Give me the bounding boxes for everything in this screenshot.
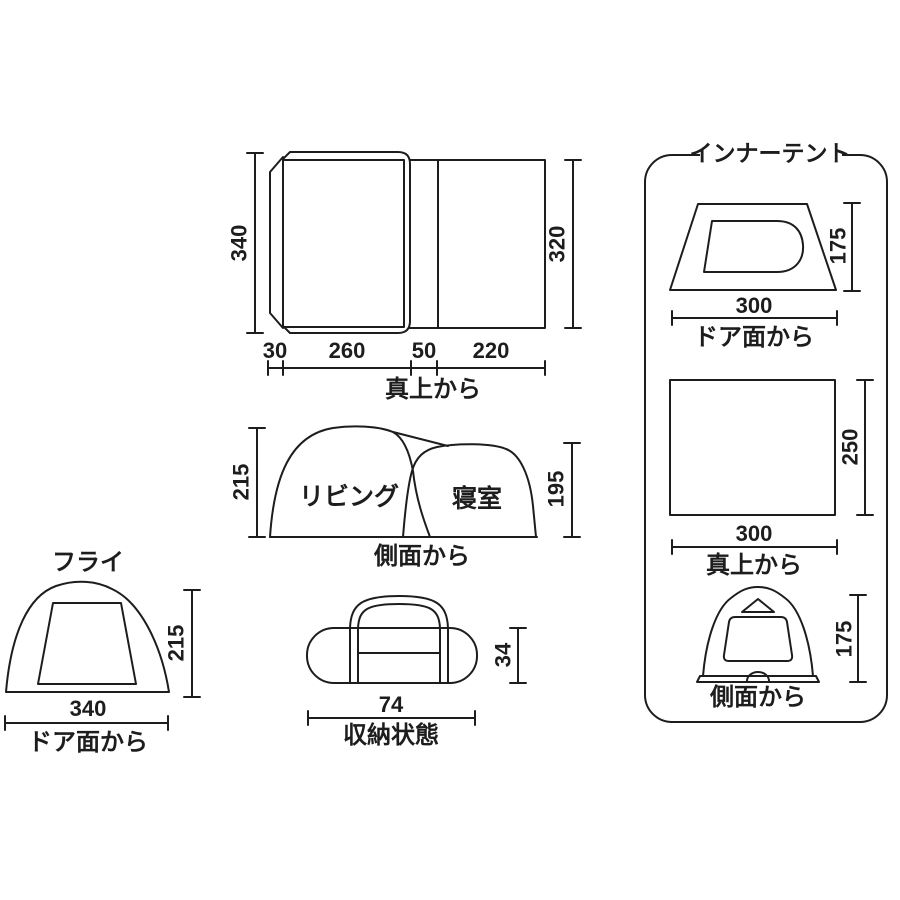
storage-handle-inner [357, 603, 441, 629]
top-view-living-inner-lines [282, 159, 405, 328]
inner-tent-title: インナーテント [690, 140, 851, 166]
dim-line-340 [246, 152, 264, 334]
dim-label-250: 250 [838, 429, 863, 466]
dim-line-300-top [671, 539, 838, 555]
dim-label-300-door: 300 [736, 293, 773, 318]
storage-straps [349, 627, 449, 684]
dim-line-175-door [843, 202, 861, 292]
storage-bag-body [306, 627, 478, 684]
dim-line-250 [856, 379, 874, 516]
inner-door-outline [669, 203, 837, 291]
dim-label-34: 34 [491, 642, 516, 667]
inner-top-view: 250 300 真上から [669, 379, 874, 579]
dim-label-215-side: 215 [229, 464, 254, 501]
inner-side-vent [741, 598, 775, 613]
fly-caption: ドア面から [28, 729, 148, 756]
dim-label-50: 50 [412, 338, 436, 363]
top-view-caption: 真上から [385, 375, 481, 403]
living-room-label: リビング [299, 483, 399, 511]
dim-label-175-side: 175 [832, 621, 857, 658]
fly-view-dimensions: 215 340 ドア面から [4, 589, 201, 756]
dim-label-195: 195 [544, 471, 569, 508]
storage-caption: 収納状態 [343, 721, 439, 749]
side-view-shape [269, 425, 538, 538]
top-view-shape [269, 151, 546, 334]
fly-dome-outline [5, 580, 170, 693]
dim-label-74: 74 [379, 692, 404, 717]
fly-door-panel [37, 602, 137, 685]
dim-label-30: 30 [263, 338, 287, 363]
inner-side-view: 175 側面から [696, 586, 867, 711]
dim-line-74 [307, 710, 476, 726]
inner-door-view: 175 300 ドア面から [669, 202, 861, 351]
dim-label-175-door: 175 [826, 228, 851, 265]
side-view-dimensions: 215 195 リビング 寝室 側面から [229, 427, 581, 570]
dim-label-215-fly: 215 [164, 625, 189, 662]
dim-label-340-fly: 340 [70, 696, 107, 721]
dim-line-300-door [671, 310, 838, 326]
dim-line-215-side [248, 427, 266, 538]
side-view-ridge-line [392, 431, 449, 447]
dim-label-340: 340 [227, 225, 252, 262]
inner-top-outline [669, 379, 836, 516]
dim-label-320: 320 [545, 226, 570, 263]
storage-dimensions: 34 74 収納状態 [307, 627, 527, 749]
dim-line-34 [509, 627, 527, 684]
inner-side-caption: 側面から [709, 684, 806, 711]
top-view-bedroom-outline [403, 159, 546, 329]
inner-side-door-arc [746, 671, 770, 682]
inner-side-base [696, 675, 820, 683]
dim-line-bottom [267, 360, 546, 376]
dim-label-260: 260 [329, 338, 366, 363]
fly-title: フライ [52, 549, 124, 576]
inner-door-caption: ドア面から [694, 324, 814, 351]
dim-label-220: 220 [473, 338, 510, 363]
dim-label-300-top: 300 [736, 521, 773, 546]
dim-line-320 [564, 159, 582, 329]
inner-side-window [722, 616, 794, 662]
side-view-bedroom-dome [402, 443, 537, 538]
dim-line-195 [563, 442, 581, 538]
top-view-vestibule-strip [269, 156, 284, 329]
top-view-living-outline [282, 151, 411, 334]
storage-shape [306, 595, 478, 684]
inner-side-outline [702, 586, 814, 677]
storage-handle-outer [349, 595, 449, 629]
side-view-caption: 側面から [373, 543, 470, 570]
inner-top-caption: 真上から [706, 551, 802, 579]
side-view-living-dome [269, 425, 431, 538]
inner-tent-panel: インナーテント 175 300 ドア面から 250 300 真上から [644, 140, 888, 723]
dim-line-175-side [849, 594, 867, 683]
inner-tent-title-gap [700, 146, 842, 164]
fly-view-shape: フライ [5, 549, 170, 693]
bedroom-label: 寝室 [452, 484, 502, 513]
inner-door-opening [703, 220, 805, 273]
dim-line-215-fly [183, 589, 201, 698]
top-view-dimensions: 340 320 30 260 50 220 真上から [227, 152, 582, 403]
dim-line-340-fly [4, 715, 169, 731]
